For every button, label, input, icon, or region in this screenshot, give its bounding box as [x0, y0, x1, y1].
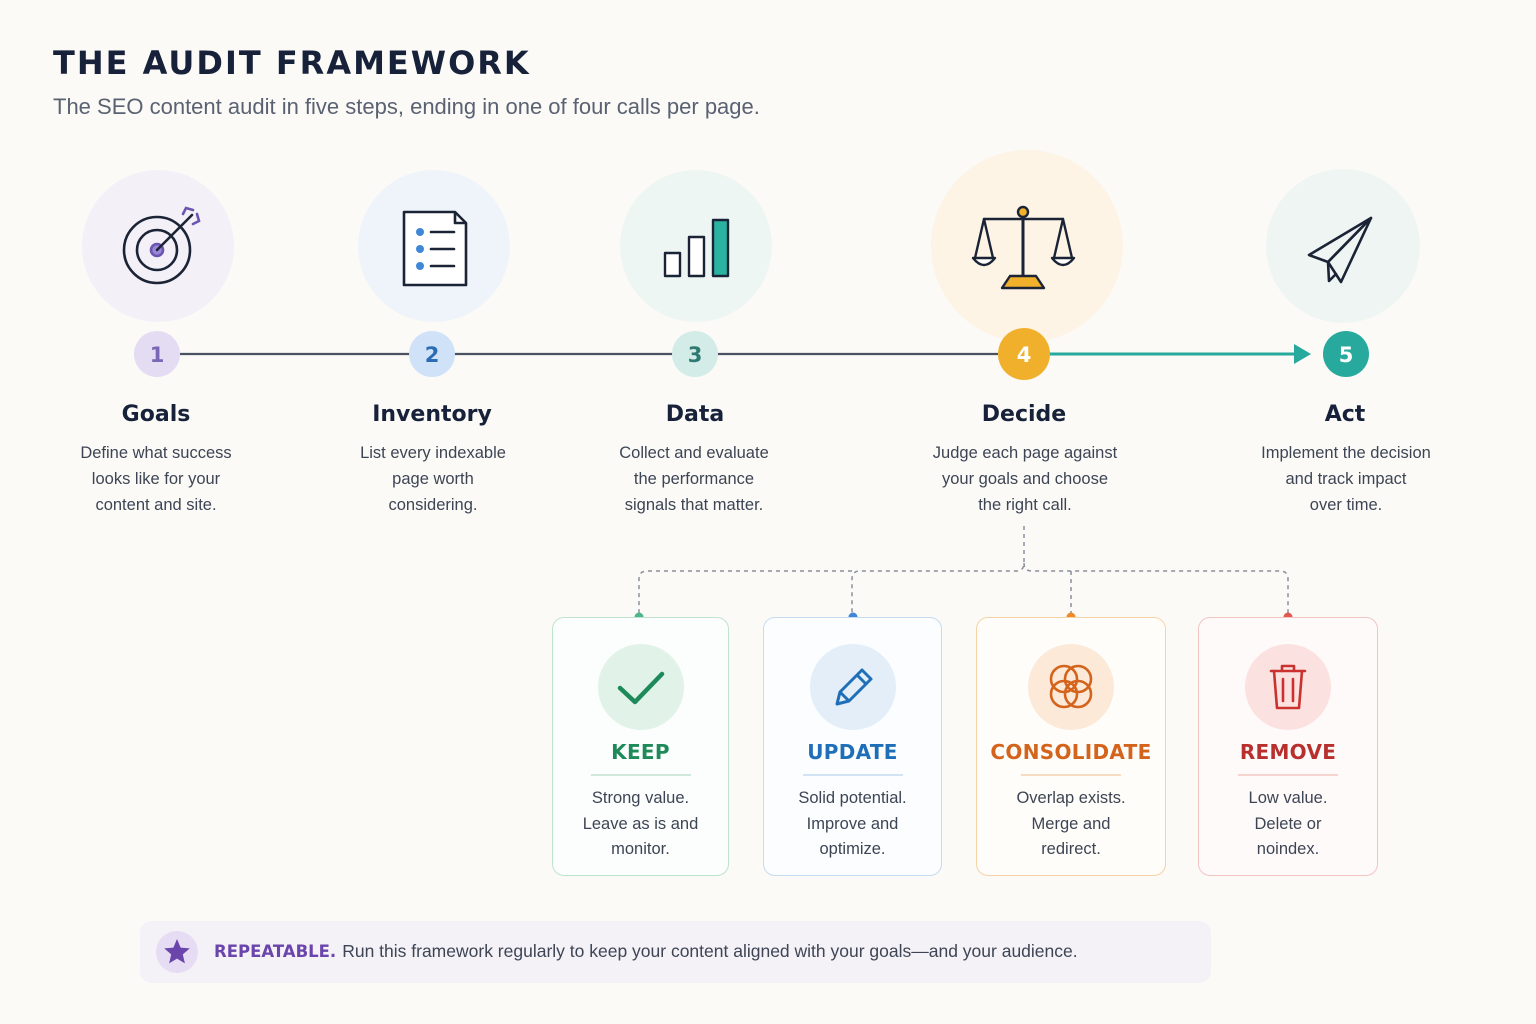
keep-icon-badge	[597, 644, 684, 730]
update-label: UPDATE	[807, 740, 898, 764]
step-2-number: 2	[425, 343, 440, 367]
update-desc-line: Solid potential.	[798, 789, 907, 807]
keep-card: KEEP Strong value. Leave as is and monit…	[552, 617, 729, 876]
bar-chart-icon	[663, 218, 730, 278]
banner-message: Run this framework regularly to keep you…	[342, 941, 1078, 961]
remove-icon-badge	[1245, 644, 1331, 730]
checklist-document-icon	[402, 210, 468, 287]
consolidate-desc-line: Overlap exists.	[1016, 789, 1126, 807]
page-title: THE AUDIT FRAMEWORK	[53, 44, 531, 82]
remove-desc-line: noindex.	[1256, 840, 1320, 858]
trash-icon	[1269, 664, 1307, 710]
remove-desc-line: Delete or	[1254, 814, 1322, 833]
keep-label: KEEP	[611, 740, 670, 764]
step-2-desc-line: List every indexable	[360, 444, 506, 462]
step-4-desc-line: your goals and choose	[941, 470, 1109, 488]
step-3-desc-line: the performance	[633, 470, 755, 488]
step-2-description: List every indexable page worth consider…	[313, 440, 553, 518]
remove-desc-line: Low value.	[1248, 789, 1328, 807]
step-4-number: 4	[1017, 343, 1032, 367]
consolidate-divider	[1021, 774, 1121, 776]
step-4-description: Judge each page against your goals and c…	[905, 440, 1145, 518]
banner-text: REPEATABLE. Run this framework regularly …	[214, 941, 1078, 962]
step-4-icon-halo	[931, 150, 1123, 342]
step-1-number: 1	[150, 343, 165, 367]
consolidate-label: CONSOLIDATE	[990, 740, 1152, 764]
keep-description: Strong value. Leave as is and monitor.	[563, 786, 718, 863]
decision-connectors	[638, 526, 1289, 614]
consolidate-desc-line: Merge and	[1031, 814, 1111, 833]
update-description: Solid potential. Improve and optimize.	[774, 786, 931, 863]
keep-desc-line: Strong value.	[591, 789, 690, 807]
step-3-description: Collect and evaluate the performance sig…	[574, 440, 814, 518]
update-desc-line: Improve and	[806, 814, 899, 833]
step-1-title: Goals	[121, 402, 191, 427]
remove-description: Low value. Delete or noindex.	[1209, 786, 1367, 863]
step-5-marker	[1323, 331, 1369, 377]
banner-label: REPEATABLE.	[214, 942, 337, 961]
page-subtitle: The SEO content audit in five steps, end…	[53, 94, 760, 119]
step-1-description: Define what success looks like for your …	[36, 440, 276, 518]
step-4-marker	[998, 328, 1050, 380]
star-badge	[156, 931, 198, 973]
step-1-desc-line: Define what success	[80, 444, 232, 462]
step-3-number: 3	[688, 343, 703, 367]
step-5-desc-line: and track impact	[1285, 470, 1407, 488]
consolidate-desc-line: redirect.	[1041, 840, 1101, 858]
step-2-title: Inventory	[372, 402, 492, 427]
step-3-desc-line: Collect and evaluate	[619, 444, 769, 462]
balance-scale-icon	[971, 205, 1076, 290]
keep-desc-line: monitor.	[611, 840, 670, 858]
timeline-arrowhead	[1294, 344, 1311, 364]
step-1-desc-line: content and site.	[95, 496, 217, 514]
step-5-title: Act	[1324, 402, 1366, 427]
remove-card: REMOVE Low value. Delete or noindex.	[1198, 617, 1378, 876]
step-2-marker	[409, 331, 455, 377]
step-5-description: Implement the decision and track impact …	[1226, 440, 1466, 518]
remove-divider	[1238, 774, 1338, 776]
consolidate-card: CONSOLIDATE Overlap exists. Merge and re…	[976, 617, 1166, 876]
paper-plane-icon	[1307, 216, 1373, 284]
step-2-desc-line: considering.	[388, 496, 478, 514]
consolidate-description: Overlap exists. Merge and redirect.	[987, 786, 1155, 863]
keep-divider	[590, 774, 691, 776]
step-4-desc-line: Judge each page against	[932, 444, 1118, 462]
step-4-title: Decide	[981, 402, 1067, 427]
star-icon	[164, 939, 190, 964]
step-3-title: Data	[665, 402, 725, 427]
repeatable-banner: REPEATABLE. Run this framework regularly …	[140, 921, 1211, 983]
step-5-desc-line: over time.	[1309, 496, 1383, 514]
step-2-desc-line: page worth	[392, 470, 474, 488]
step-3-marker	[672, 331, 718, 377]
update-card: UPDATE Solid potential. Improve and opti…	[763, 617, 942, 876]
consolidate-icon-badge	[1028, 644, 1114, 730]
update-desc-line: optimize.	[819, 840, 886, 858]
remove-label: REMOVE	[1239, 740, 1337, 764]
overlapping-circles-icon	[1049, 664, 1093, 709]
step-1-desc-line: looks like for your	[91, 470, 221, 488]
step-3-desc-line: signals that matter.	[624, 496, 764, 514]
target-arrow-icon	[122, 206, 201, 285]
checkmark-icon	[617, 671, 664, 705]
step-5-number: 5	[1339, 343, 1354, 367]
step-1-marker	[134, 331, 180, 377]
step-4-desc-line: the right call.	[978, 496, 1072, 514]
update-divider	[802, 774, 903, 776]
update-icon-badge	[809, 644, 896, 730]
step-5-desc-line: Implement the decision	[1261, 444, 1431, 462]
keep-desc-line: Leave as is and	[582, 814, 699, 833]
pencil-icon	[835, 668, 872, 706]
